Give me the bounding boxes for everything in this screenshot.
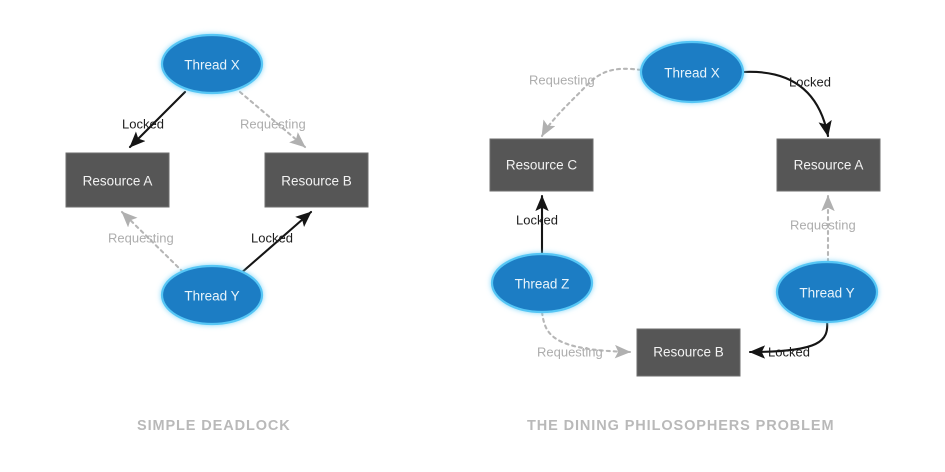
node-resource-a[interactable]: Resource A: [776, 138, 881, 192]
node-label: Resource C: [506, 158, 578, 173]
edge-thready-locked-resourceb: Locked: [238, 210, 313, 276]
node-resource-b[interactable]: Resource B: [636, 328, 741, 377]
node-thread-z[interactable]: Thread Z: [490, 252, 594, 314]
edge-thready-locked-resourceb: Locked: [748, 319, 829, 360]
node-label: Resource A: [794, 158, 864, 173]
edge-label: Requesting: [108, 231, 174, 246]
edge-threadx-locked-resourcea: Locked: [122, 90, 187, 149]
edge-label: Locked: [516, 213, 558, 228]
node-label: Thread Y: [184, 289, 239, 304]
node-label: Thread X: [184, 58, 240, 73]
node-thread-y[interactable]: Thread Y: [775, 260, 879, 324]
diagram-simple-deadlock: Locked Requesting Locked Requesting Thre…: [65, 33, 369, 326]
node-label: Resource A: [83, 174, 153, 189]
edge-label: Requesting: [529, 73, 595, 88]
node-thread-x[interactable]: Thread X: [639, 40, 745, 104]
edge-label: Locked: [789, 75, 831, 90]
node-resource-b[interactable]: Resource B: [264, 152, 369, 208]
edge-thready-requesting-resourcea: Requesting: [108, 210, 185, 274]
node-label: Thread Y: [799, 286, 854, 301]
edge-label: Locked: [122, 117, 164, 132]
edge-label: Locked: [768, 345, 810, 360]
node-label: Thread X: [664, 66, 720, 81]
edge-label: Requesting: [537, 345, 603, 360]
node-thread-y[interactable]: Thread Y: [160, 264, 264, 326]
edge-threadz-locked-resourcec: Locked: [516, 194, 558, 256]
node-label: Thread Z: [515, 277, 570, 292]
edge-threadz-requesting-resourceb: Requesting: [537, 310, 632, 360]
edge-label: Requesting: [240, 117, 306, 132]
edge-threadx-requesting-resourcec: Requesting: [529, 67, 643, 138]
node-resource-a[interactable]: Resource A: [65, 152, 170, 208]
node-resource-c[interactable]: Resource C: [489, 138, 594, 192]
edge-label: Locked: [251, 231, 293, 246]
node-label: Resource B: [281, 174, 352, 189]
edge-label: Requesting: [790, 218, 856, 233]
diagram-dining-philosophers: Requesting Locked Requesting Locked Lock…: [489, 40, 881, 377]
caption-simple-deadlock: SIMPLE DEADLOCK: [137, 418, 291, 434]
node-label: Resource B: [653, 345, 724, 360]
edge-thready-requesting-resourcea: Requesting: [790, 194, 856, 264]
caption-dining-philosophers: THE DINING PHILOSOPHERS PROBLEM: [527, 418, 835, 434]
edge-threadx-locked-resourcea: Locked: [741, 70, 832, 138]
edge-threadx-requesting-resourceb: Requesting: [238, 90, 307, 149]
node-thread-x[interactable]: Thread X: [160, 33, 264, 95]
